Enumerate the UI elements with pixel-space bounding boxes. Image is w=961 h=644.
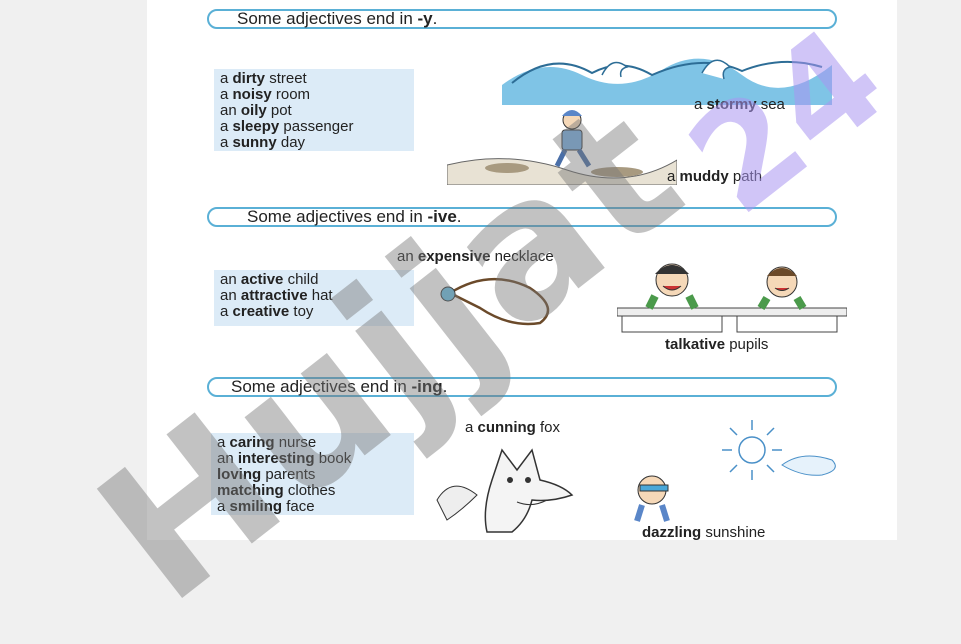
example-item: loving parents xyxy=(217,466,316,483)
example-item: a creative toy xyxy=(220,303,314,320)
worksheet-page: Some adjectives end in -y. a dirty stree… xyxy=(147,0,897,541)
example-item: an interesting book xyxy=(217,450,352,467)
example-item: a smiling face xyxy=(217,498,315,515)
caption-expensive-necklace: an expensive necklace xyxy=(397,248,554,265)
heading-prefix: Some adjectives end in xyxy=(247,207,428,226)
example-item: an oily pot xyxy=(220,102,292,119)
caption-muddy-path: a muddy path xyxy=(667,168,763,185)
dazzling-sunshine-illustration xyxy=(634,420,836,522)
example-item: an attractive hat xyxy=(220,287,333,304)
cunning-fox-illustration xyxy=(436,448,574,533)
heading-end: . xyxy=(456,207,462,226)
examples-y: a dirty street a noisy room an oily pot … xyxy=(214,69,414,151)
heading-suffix: -y xyxy=(417,9,433,28)
heading-suffix: -ive xyxy=(427,207,457,226)
example-item: an active child xyxy=(220,271,319,288)
talkative-pupils-illustration xyxy=(617,263,847,333)
examples-ive: an active child an attractive hat a crea… xyxy=(214,270,414,326)
heading-prefix: Some adjectives end in xyxy=(231,377,412,396)
heading-prefix: Some adjectives end in xyxy=(237,9,418,28)
muddy-path-illustration xyxy=(447,110,677,185)
necklace-illustration xyxy=(440,277,550,326)
examples-ing: a caring nurse an interesting book lovin… xyxy=(211,433,414,515)
caption-stormy-sea: a stormy sea xyxy=(694,96,785,113)
example-item: a noisy room xyxy=(220,86,311,103)
caption-cunning-fox: a cunning fox xyxy=(465,419,561,436)
stormy-sea-illustration xyxy=(502,58,832,105)
heading-ive: Some adjectives end in -ive. xyxy=(207,207,837,227)
example-item: a sleepy passenger xyxy=(220,118,354,135)
example-item: a dirty street xyxy=(220,70,307,87)
caption-dazzling-sunshine: dazzling sunshine xyxy=(642,524,766,541)
heading-ing: Some adjectives end in -ing. xyxy=(207,377,837,397)
example-item: a caring nurse xyxy=(217,434,317,451)
caption-talkative-pupils: talkative pupils xyxy=(665,336,769,353)
heading-y: Some adjectives end in -y. xyxy=(207,9,837,29)
example-item: a sunny day xyxy=(220,134,306,151)
heading-suffix: -ing xyxy=(411,377,443,396)
heading-end: . xyxy=(432,9,438,28)
example-item: matching clothes xyxy=(217,482,336,499)
heading-end: . xyxy=(442,377,448,396)
